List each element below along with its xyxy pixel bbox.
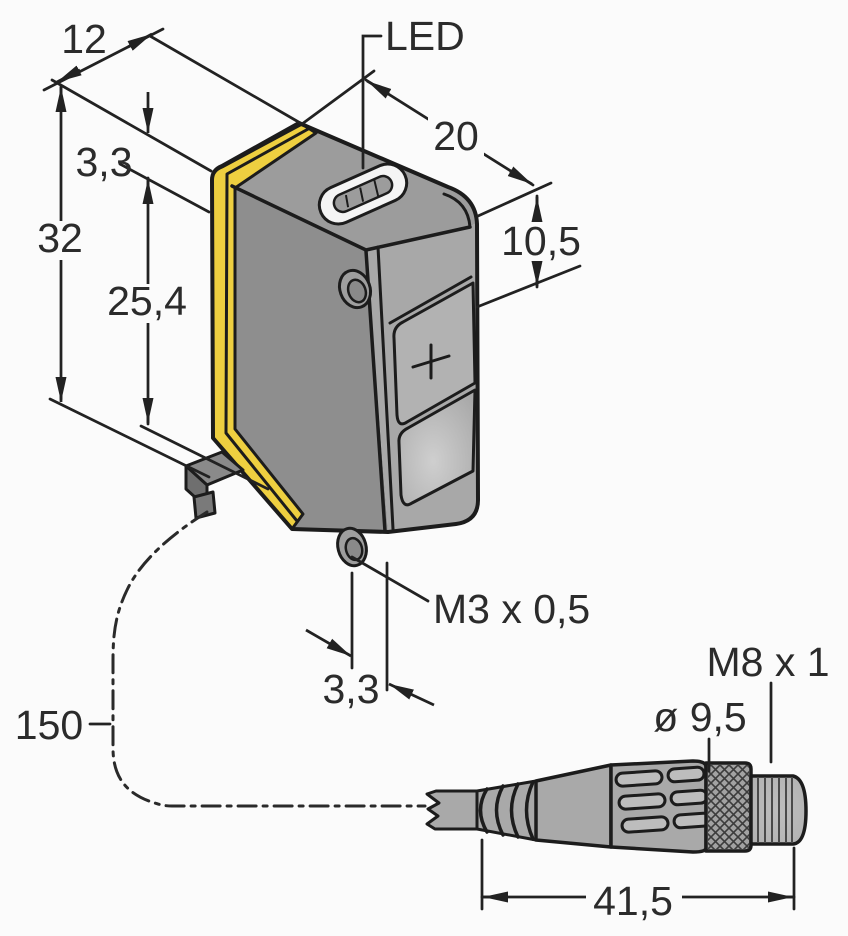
cable-centerline (111, 510, 427, 808)
dim-label-12: 12 (61, 16, 107, 62)
front-vertical-edge-inner (376, 245, 395, 531)
mounting-hole-top (337, 268, 373, 310)
dim-label-20: 20 (433, 113, 479, 159)
corner-inner-arc (442, 192, 472, 229)
led-leader-line (361, 34, 383, 170)
dim-label-33-top: 3,3 (76, 139, 133, 185)
strain-relief-rib (494, 784, 505, 837)
extension-line (118, 162, 211, 214)
sensing-window-lower (397, 388, 477, 507)
threaded-tip (749, 774, 808, 846)
connector-diameter-label: ø 9,5 (653, 694, 746, 740)
connector-cone (534, 763, 613, 849)
strain-relief-rib (524, 780, 535, 841)
extension-line (148, 34, 304, 126)
sensor-silhouette (210, 121, 480, 534)
extension-line (139, 424, 270, 491)
extension-line (50, 78, 213, 173)
led-window (317, 162, 409, 226)
dim-label-105: 10,5 (501, 218, 581, 264)
extension-line (475, 264, 582, 309)
cable-gland (184, 450, 245, 520)
knurled-ring (704, 761, 753, 853)
window-division-line (388, 275, 473, 325)
dimension-labels: 12 3,3 32 25,4 LED 20 10,5 M3 x 0,5 3,3 … (15, 13, 830, 924)
dim-label-415: 41,5 (593, 878, 673, 924)
m8-connector (425, 759, 808, 854)
cable-length-label: 150 (15, 702, 83, 748)
m3-thread-label: M3 x 0,5 (433, 586, 590, 632)
dim-label-33-bottom: 3,3 (323, 666, 380, 712)
sensing-window-upper (392, 281, 477, 426)
extension-line (300, 69, 376, 126)
extension-line (476, 181, 553, 218)
strain-relief-rib (478, 787, 489, 834)
connector-cable (425, 789, 479, 831)
yellow-edge-bevel-line (224, 126, 312, 523)
sensor-body (184, 121, 480, 568)
m3-leader-line (350, 555, 430, 603)
led-label: LED (385, 13, 465, 59)
m8-thread-label: M8 x 1 (706, 639, 829, 685)
strain-relief-rib (509, 782, 520, 839)
optical-axis-cross (411, 343, 451, 380)
dim-label-32: 32 (37, 215, 83, 261)
dim-label-254: 25,4 (107, 278, 187, 324)
extension-line (48, 397, 211, 479)
grip-slots (614, 765, 712, 834)
mounting-hole-bottom (336, 526, 368, 568)
